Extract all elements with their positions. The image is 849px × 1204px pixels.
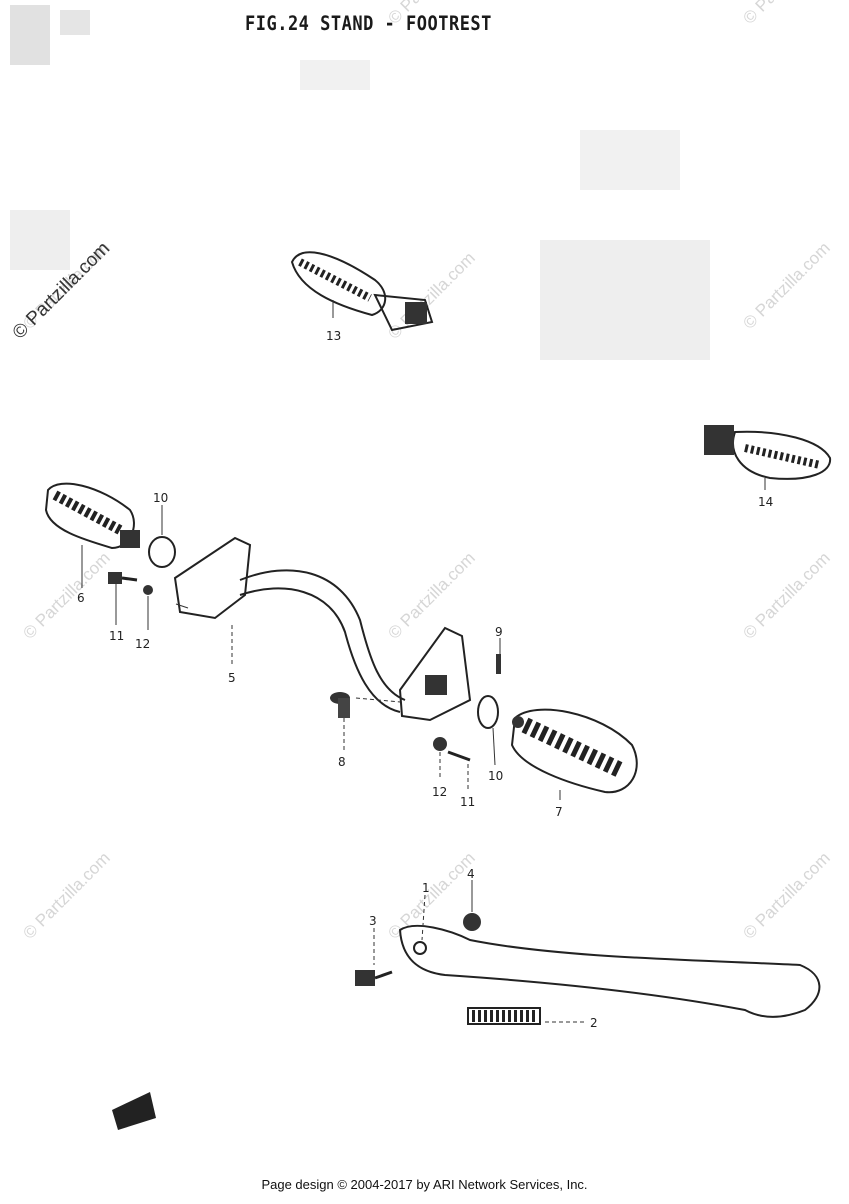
watermark: © Partzilla.com (384, 848, 478, 942)
front-arrow-icon (112, 1092, 156, 1130)
callout-5: 5 (228, 671, 236, 685)
part-3-bolt (355, 970, 393, 986)
callout-11-right: 11 (460, 795, 475, 809)
callout-2: 2 (590, 1016, 598, 1030)
callout-1: 1 (422, 881, 430, 895)
part-6-footrest-front-left (44, 482, 140, 550)
part-10-washer-left (148, 536, 176, 568)
part-1-side-stand (398, 924, 821, 1018)
watermark-layer: © Partzilla.com © Partzilla.com © Partzi… (19, 0, 833, 943)
callout-4: 4 (467, 867, 475, 881)
watermark: © Partzilla.com (19, 548, 113, 642)
callout-7: 7 (555, 805, 563, 819)
callout-12: 12 (135, 637, 150, 651)
callout-11: 11 (109, 629, 124, 643)
scan-noise (10, 5, 710, 360)
part-2-spring (467, 1007, 541, 1025)
part-13-footrest-rear-left (290, 251, 434, 332)
callout-13: 13 (326, 329, 341, 343)
callout-10-right: 10 (488, 769, 503, 783)
watermark: © Partzilla.com (384, 548, 478, 642)
part-14-footrest-rear-right (704, 425, 832, 480)
part-11-bolt-left (108, 572, 138, 584)
part-9-pin (496, 654, 501, 674)
callout-9: 9 (495, 625, 503, 639)
watermark: © Partzilla.com (739, 548, 833, 642)
leader-lines (81, 300, 766, 1023)
watermark: © Partzilla.com (19, 848, 113, 942)
watermark: © Partzilla.com (739, 848, 833, 942)
part-5-footrest-bar (173, 536, 472, 722)
part-10-washer-right (477, 695, 499, 729)
callout-6: 6 (77, 591, 85, 605)
part-12-nut-right (433, 737, 447, 751)
callout-8: 8 (338, 755, 346, 769)
page-footer: Page design © 2004-2017 by ARI Network S… (261, 1177, 588, 1192)
part-4-nut (463, 913, 481, 931)
callout-14: 14 (758, 495, 773, 509)
part-8-pin (330, 692, 350, 718)
part-7-footrest-front-right (510, 708, 638, 794)
callout-12-right: 12 (432, 785, 447, 799)
part-12-nut-left (143, 585, 153, 595)
callout-3: 3 (369, 914, 377, 928)
part-11-bolt-right (447, 750, 471, 762)
watermark: © Partzilla.com (739, 238, 833, 332)
watermark: © Partzilla.com (739, 0, 833, 28)
callout-labels: 13 14 10 6 11 12 5 9 8 10 12 11 7 4 3 1 … (77, 329, 773, 1030)
callout-10: 10 (153, 491, 168, 505)
figure-title: FIG.24 STAND - FOOTREST (245, 12, 492, 36)
